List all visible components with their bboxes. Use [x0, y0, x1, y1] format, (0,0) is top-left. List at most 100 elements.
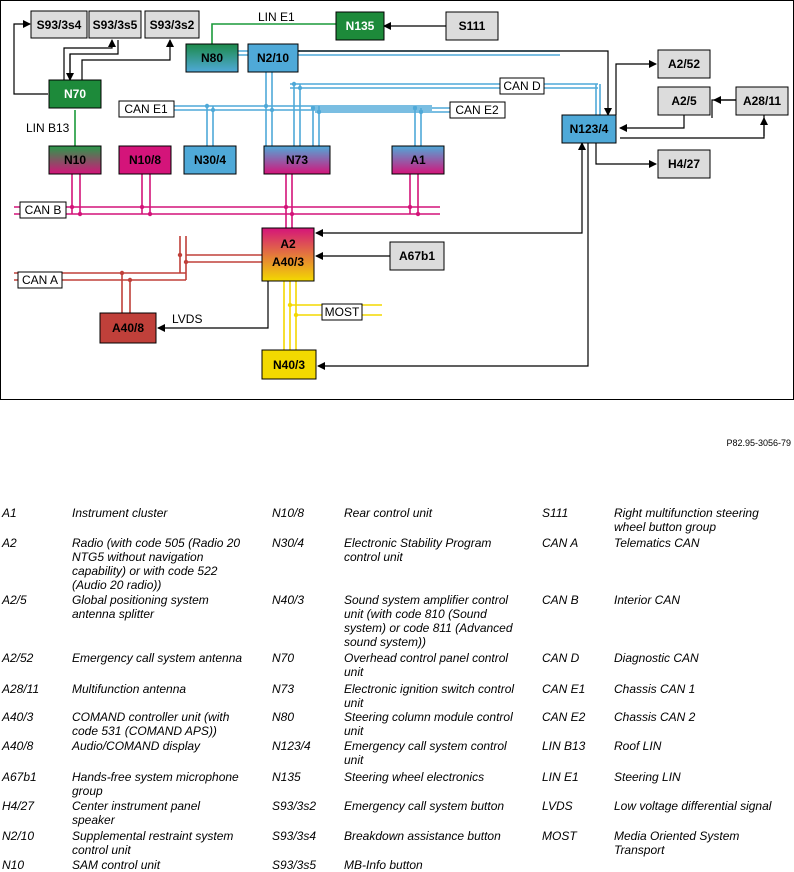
node-label: N135	[346, 19, 375, 33]
node-label: A67b1	[399, 249, 435, 263]
legend-code: N10/8	[272, 506, 305, 520]
node-label: N10	[64, 153, 86, 167]
node-a40-8: A40/8	[99, 312, 157, 344]
legend-desc: Sound system amplifier control unit (wit…	[344, 593, 513, 649]
legend-desc: Media Oriented System Transport	[614, 829, 740, 857]
can-a-bus	[14, 236, 262, 313]
node-label: A2	[280, 237, 296, 251]
node-n10: N10	[48, 145, 102, 175]
legend-code: S111	[542, 506, 569, 520]
label-can-a: CAN A	[17, 271, 63, 289]
lin-lines	[74, 23, 336, 146]
label-can-b: CAN B	[19, 201, 67, 219]
legend-code: N10	[2, 858, 25, 872]
node-s93-3s4: S93/3s4	[30, 10, 88, 39]
svg-text:CAN B: CAN B	[25, 203, 62, 217]
legend-code: MOST	[542, 829, 577, 843]
label-can-e2: CAN E2	[449, 101, 506, 119]
legend-desc: Hands-free system microphone group	[72, 770, 239, 798]
legend-code: N2/10	[2, 829, 35, 843]
legend-code: A40/3	[2, 710, 34, 724]
legend-code: A2/52	[2, 651, 34, 665]
node-n30-4: N30/4	[183, 145, 237, 175]
node-label: A1	[410, 153, 426, 167]
legend-code: S93/3s4	[272, 829, 317, 843]
node-label-2: A40/3	[272, 255, 304, 269]
node-label: N73	[286, 153, 308, 167]
legend-desc: Roof LIN	[614, 739, 662, 753]
legend-code: LIN E1	[542, 770, 579, 784]
node-a2-52: A2/52	[657, 49, 711, 79]
legend-desc: Instrument cluster	[72, 506, 168, 520]
legend-code: LIN B13	[542, 739, 586, 753]
legend-code: LVDS	[542, 799, 573, 813]
legend-code: N123/4	[272, 739, 311, 753]
legend-code: N80	[272, 710, 295, 724]
node-n40-3: N40/3	[261, 349, 317, 380]
legend-desc: Center instrument panel speaker	[72, 799, 201, 827]
legend-desc: SAM control unit	[72, 858, 161, 872]
legend-desc: Interior CAN	[614, 593, 681, 607]
node-label: N10/8	[129, 153, 161, 167]
node-n10-8: N10/8	[118, 145, 172, 175]
legend-desc: Steering LIN	[614, 770, 681, 784]
node-label: A2/5	[671, 94, 697, 108]
legend-desc: Breakdown assistance button	[344, 829, 501, 843]
node-a67b1: A67b1	[389, 241, 445, 271]
node-s93-3s5: S93/3s5	[88, 10, 142, 39]
label-lvds: LVDS	[172, 312, 202, 326]
node-label: N2/10	[257, 51, 289, 65]
node-label: S93/3s4	[37, 18, 82, 32]
legend-code: N135	[272, 770, 301, 784]
legend-desc: Chassis CAN 2	[614, 710, 696, 724]
can-d-junctions	[204, 81, 424, 115]
legend-code: A40/8	[2, 739, 34, 753]
node-a2-5: A2/5	[657, 86, 711, 116]
legend-desc: Global positioning system antenna splitt…	[72, 593, 209, 621]
legend-code: S93/3s5	[272, 858, 317, 872]
legend-desc: Right multifunction steering wheel butto…	[614, 506, 759, 534]
legend-code: A2/5	[2, 593, 27, 607]
node-s93-3s2: S93/3s2	[144, 10, 200, 39]
legend-desc: Supplemental restraint system control un…	[72, 829, 234, 857]
node-label: S93/3s2	[150, 18, 195, 32]
node-label: N70	[64, 87, 86, 101]
network-diagram: S93/3s4 S93/3s5 S93/3s2 N70 N80 N2/10 N1…	[0, 0, 794, 400]
legend-code: CAN B	[542, 593, 579, 607]
node-n73: N73	[263, 145, 331, 175]
node-label: N80	[201, 51, 223, 65]
legend-code: A1	[2, 506, 17, 520]
legend-code: A2	[2, 536, 17, 550]
svg-text:MOST: MOST	[325, 305, 360, 319]
legend-desc: Multifunction antenna	[72, 682, 187, 696]
legend-code: A67b1	[2, 770, 37, 784]
legend-desc: Diagnostic CAN	[614, 651, 699, 665]
node-n123-4: N123/4	[561, 114, 617, 144]
legend-desc: Steering column module control unit	[344, 710, 513, 738]
can-b-junctions	[69, 204, 421, 217]
legend-desc: Electronic Stability Program control uni…	[344, 536, 492, 564]
node-n2-10: N2/10	[247, 43, 299, 73]
svg-text:CAN A: CAN A	[22, 273, 58, 287]
can-a-junctions	[119, 252, 189, 283]
svg-text:CAN E1: CAN E1	[124, 102, 168, 116]
node-n135: N135	[335, 11, 385, 41]
node-label: N30/4	[194, 153, 226, 167]
node-n80: N80	[185, 43, 239, 73]
legend-desc: Emergency call system antenna	[72, 651, 243, 665]
legend-code: CAN E2	[542, 710, 586, 724]
legend-code: N40/3	[272, 593, 305, 607]
legend-desc: Rear control unit	[344, 506, 433, 520]
figure-reference: P82.95-3056-79	[726, 438, 791, 448]
legend-desc: Steering wheel electronics	[344, 770, 485, 784]
label-lin-e1: LIN E1	[258, 10, 295, 24]
legend-desc: MB-Info button	[344, 858, 423, 872]
legend-desc: Radio (with code 505 (Radio 20 NTG5 with…	[72, 536, 241, 592]
legend-code: S93/3s2	[272, 799, 317, 813]
legend-code: A28/11	[2, 682, 40, 696]
node-label: A40/8	[112, 321, 144, 335]
node-a28-11: A28/11	[735, 86, 789, 116]
legend-code: CAN D	[542, 651, 580, 665]
node-s111: S111	[445, 11, 499, 41]
